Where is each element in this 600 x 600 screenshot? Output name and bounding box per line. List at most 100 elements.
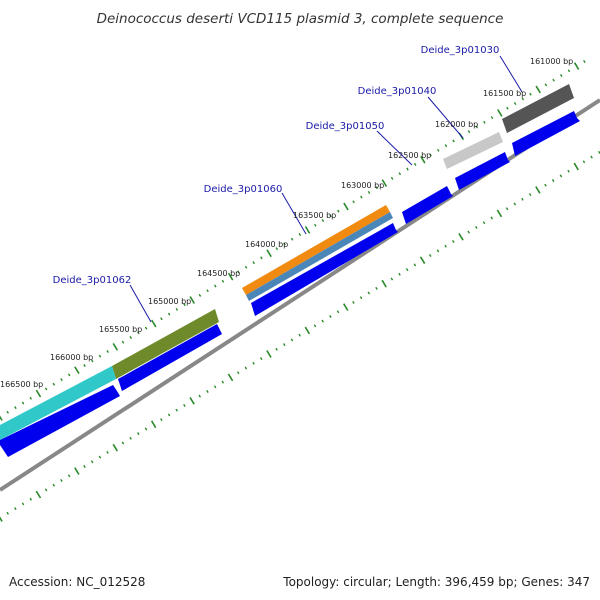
feature-deide-3p01062[interactable] (112, 309, 219, 379)
minor-tick (567, 69, 571, 73)
minor-tick (206, 289, 209, 293)
minor-tick (490, 116, 494, 120)
cds-arrow[interactable] (118, 324, 222, 391)
minor-tick (413, 263, 417, 267)
minor-tick (559, 174, 563, 178)
major-tick (497, 109, 503, 117)
minor-tick (590, 155, 593, 159)
minor-tick (60, 479, 63, 482)
minor-tick (21, 502, 25, 506)
gene-label-connector (499, 55, 523, 93)
feature-deide-3p01030[interactable] (502, 84, 574, 133)
major-tick (35, 490, 42, 499)
minor-tick (21, 401, 25, 405)
feature-deide-3p01062-cyan (0, 366, 116, 440)
gene-label-deide-3p01050[interactable]: Deide_3p01050 (306, 121, 385, 132)
minor-tick (506, 106, 509, 110)
minor-tick (475, 125, 478, 129)
minor-tick (444, 244, 447, 248)
bp-label: 163000 bp (341, 181, 384, 190)
minor-tick (521, 97, 525, 101)
bp-label: 164500 bp (197, 269, 240, 278)
minor-tick (567, 169, 570, 173)
minor-tick (83, 464, 86, 468)
minor-tick (429, 153, 432, 157)
cds-arrow[interactable] (512, 111, 580, 156)
minor-tick (167, 413, 171, 417)
major-tick (189, 296, 195, 304)
cds-arrow[interactable] (402, 186, 453, 224)
minor-tick (544, 83, 548, 87)
minor-tick (6, 410, 9, 414)
minor-tick (198, 394, 202, 398)
minor-tick (390, 277, 394, 281)
minor-tick (444, 144, 448, 148)
minor-tick (367, 190, 371, 194)
minor-tick (329, 315, 332, 318)
major-tick (535, 85, 541, 94)
gene-label-deide-3p01060[interactable]: Deide_3p01060 (204, 184, 283, 195)
gene-label-deide-3p01062[interactable]: Deide_3p01062 (53, 275, 132, 286)
minor-tick (90, 460, 94, 464)
minor-tick (559, 74, 563, 77)
minor-tick (337, 209, 340, 213)
minor-tick (428, 254, 432, 257)
minor-tick (436, 249, 440, 253)
minor-tick (160, 317, 163, 321)
minor-tick (375, 186, 379, 190)
minor-tick (313, 324, 317, 328)
major-tick (35, 389, 42, 398)
minor-tick (290, 338, 294, 342)
cds-arrow[interactable] (251, 223, 398, 316)
feature-deide-3p01060[interactable] (242, 205, 390, 295)
minor-tick (6, 511, 9, 515)
major-tick (227, 373, 234, 382)
major-tick (381, 179, 388, 187)
minor-tick (298, 333, 301, 337)
major-tick (458, 232, 464, 241)
minor-tick (183, 303, 186, 307)
gene-label-connector (281, 192, 307, 235)
cds-arrow[interactable] (0, 385, 120, 457)
minor-tick (475, 225, 478, 229)
gene-label-deide-3p01030[interactable]: Deide_3p01030 (421, 45, 500, 56)
minor-tick (452, 240, 455, 243)
minor-tick (583, 59, 586, 63)
map-title: Deinococcus deserti VCD115 plasmid 3, co… (97, 11, 504, 27)
bp-label: 165500 bp (99, 325, 142, 334)
minor-tick (352, 200, 355, 204)
gene-label-deide-3p01040[interactable]: Deide_3p01040 (358, 86, 437, 97)
minor-tick (221, 380, 225, 384)
major-tick (343, 202, 349, 211)
minor-tick (52, 382, 56, 386)
minor-tick (405, 268, 409, 272)
major-tick (151, 319, 157, 328)
minor-tick (260, 256, 263, 260)
minor-tick (275, 247, 279, 251)
major-tick (304, 326, 311, 335)
minor-tick (452, 139, 455, 143)
minor-tick (14, 507, 17, 511)
minor-tick (375, 286, 378, 290)
minor-tick (283, 242, 286, 246)
minor-tick (160, 418, 163, 422)
minor-tick (221, 279, 225, 283)
major-tick (74, 467, 80, 475)
major-tick (266, 350, 272, 358)
major-tick (0, 415, 3, 421)
minor-tick (106, 450, 109, 454)
minor-tick (252, 261, 255, 265)
major-tick (343, 303, 349, 311)
minor-tick (352, 300, 355, 304)
minor-tick (214, 284, 217, 288)
cds-arrow[interactable] (455, 152, 510, 190)
feature-deide-3p01040[interactable] (443, 132, 503, 169)
minor-tick (175, 307, 179, 311)
major-tick (573, 62, 580, 70)
major-tick (535, 186, 541, 194)
minor-tick (144, 427, 148, 431)
minor-tick (29, 497, 33, 501)
minor-tick (90, 359, 94, 363)
